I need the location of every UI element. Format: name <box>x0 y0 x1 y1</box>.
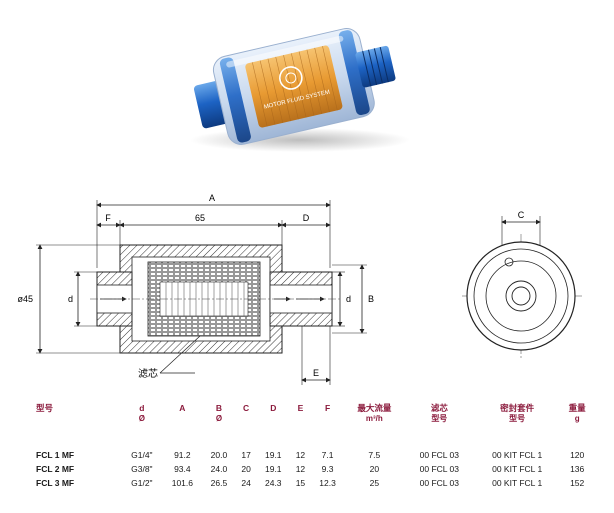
table-cell: G1/4" <box>131 450 153 460</box>
technical-drawing: A F 65 D d ø45 d B <box>17 193 582 385</box>
table-cell: 17 <box>241 450 251 460</box>
dim-65-label: 65 <box>195 213 205 223</box>
column-header-main: 最大流量 <box>357 403 392 413</box>
table-cell: 93.4 <box>174 464 191 474</box>
column-header: C <box>235 402 257 448</box>
column-header: A <box>162 402 202 448</box>
column-header-main: A <box>179 403 186 413</box>
table-cell: 26.5 <box>210 478 228 488</box>
table-cell: 9.3 <box>321 464 334 474</box>
dim-C-label: C <box>518 210 525 220</box>
dim-B-label: B <box>368 294 374 304</box>
table-row: FCL 1 MF G1/4" 91.2 20.0 17 19.1 12 7.1 7.5 00 FC… <box>0 448 594 462</box>
column-header-main: D <box>270 403 277 413</box>
column-header-sub: Ø <box>215 413 223 423</box>
dim-d-left-label: d <box>68 294 73 304</box>
table-cell: 19.1 <box>264 450 282 460</box>
column-header: 滤芯型号 <box>405 402 474 448</box>
table-body: FCL 1 MF G1/4" 91.2 20.0 17 19.1 12 7.1 7.5 00 FC… <box>0 448 594 490</box>
table-cell: 12 <box>295 464 306 474</box>
column-header-main: C <box>243 403 250 413</box>
column-header: F <box>311 402 344 448</box>
table-row: FCL 3 MF G1/2" 101.6 26.5 24 24.3 15 12.3 25 00 F… <box>0 476 594 490</box>
column-header-sub: Ø <box>138 413 145 423</box>
column-header-sub: m³/h <box>365 413 383 423</box>
table-row: FCL 2 MF G3/8" 93.4 24.0 20 19.1 12 9.3 20 00 FCL… <box>0 462 594 476</box>
table-cell: 25 <box>369 478 380 488</box>
table-cell: 00 FCL 03 <box>419 478 459 488</box>
column-header-sub: 型号 <box>509 413 526 423</box>
table-cell: 24.0 <box>210 464 228 474</box>
table-cell: 91.2 <box>174 450 191 460</box>
column-header-sub: g <box>574 413 580 423</box>
table-cell: 00 FCL 03 <box>419 464 459 474</box>
column-header-main: B <box>215 403 223 413</box>
table-cell: 136 <box>570 464 585 474</box>
dim-D-label: D <box>303 213 310 223</box>
model-cell: FCL 3 MF <box>36 478 75 488</box>
dim-F-label: F <box>105 213 111 223</box>
column-header-main: E <box>297 403 304 413</box>
column-header-main: 型号 <box>36 403 54 413</box>
table-cell: 12 <box>295 450 306 460</box>
table-cell: G1/2" <box>131 478 153 488</box>
table-cell: 20.0 <box>210 450 228 460</box>
table-cell: 00 KIT FCL 1 <box>492 464 543 474</box>
column-header-main: 密封套件 <box>500 403 535 413</box>
column-header-main: F <box>324 403 331 413</box>
dim-A-label: A <box>209 193 215 203</box>
column-header-main: d <box>139 403 145 413</box>
table-cell: 15 <box>295 478 306 488</box>
table-cell: 20 <box>241 464 251 474</box>
table-cell: 7.5 <box>368 450 381 460</box>
product-photo: MOTOR FLUID SYSTEM <box>190 28 410 152</box>
table-cell: 20 <box>369 464 380 474</box>
column-header: D <box>257 402 290 448</box>
table-cell: 24.3 <box>264 478 282 488</box>
table-cell: G3/8" <box>131 464 153 474</box>
table-cell: 12.3 <box>319 478 336 488</box>
dim-E-label: E <box>313 368 319 378</box>
table-cell: 00 FCL 03 <box>419 450 459 460</box>
column-header: 型号 <box>0 402 122 448</box>
end-view: C <box>462 210 582 358</box>
column-header-sub: 型号 <box>431 413 448 423</box>
column-header-main: 重量 <box>568 403 586 413</box>
table-cell: 152 <box>570 478 585 488</box>
table-cell: 101.6 <box>171 478 193 488</box>
table-cell: 120 <box>570 450 585 460</box>
column-header: E <box>290 402 312 448</box>
table-top-rule <box>0 402 594 404</box>
table-cell: 7.1 <box>321 450 334 460</box>
model-cell: FCL 2 MF <box>36 464 75 474</box>
column-header: 密封套件型号 <box>474 402 560 448</box>
filter-callout-label: 滤芯 <box>138 367 158 380</box>
column-header-main: 滤芯 <box>430 403 448 413</box>
table-cell: 00 KIT FCL 1 <box>492 450 543 460</box>
table-cell: 24 <box>241 478 251 488</box>
table-cell: 00 KIT FCL 1 <box>492 478 543 488</box>
dim-phi45-label: ø45 <box>17 294 33 304</box>
dim-d-right-label: d <box>346 294 351 304</box>
table-cell: 19.1 <box>264 464 282 474</box>
model-cell: FCL 1 MF <box>36 450 75 460</box>
